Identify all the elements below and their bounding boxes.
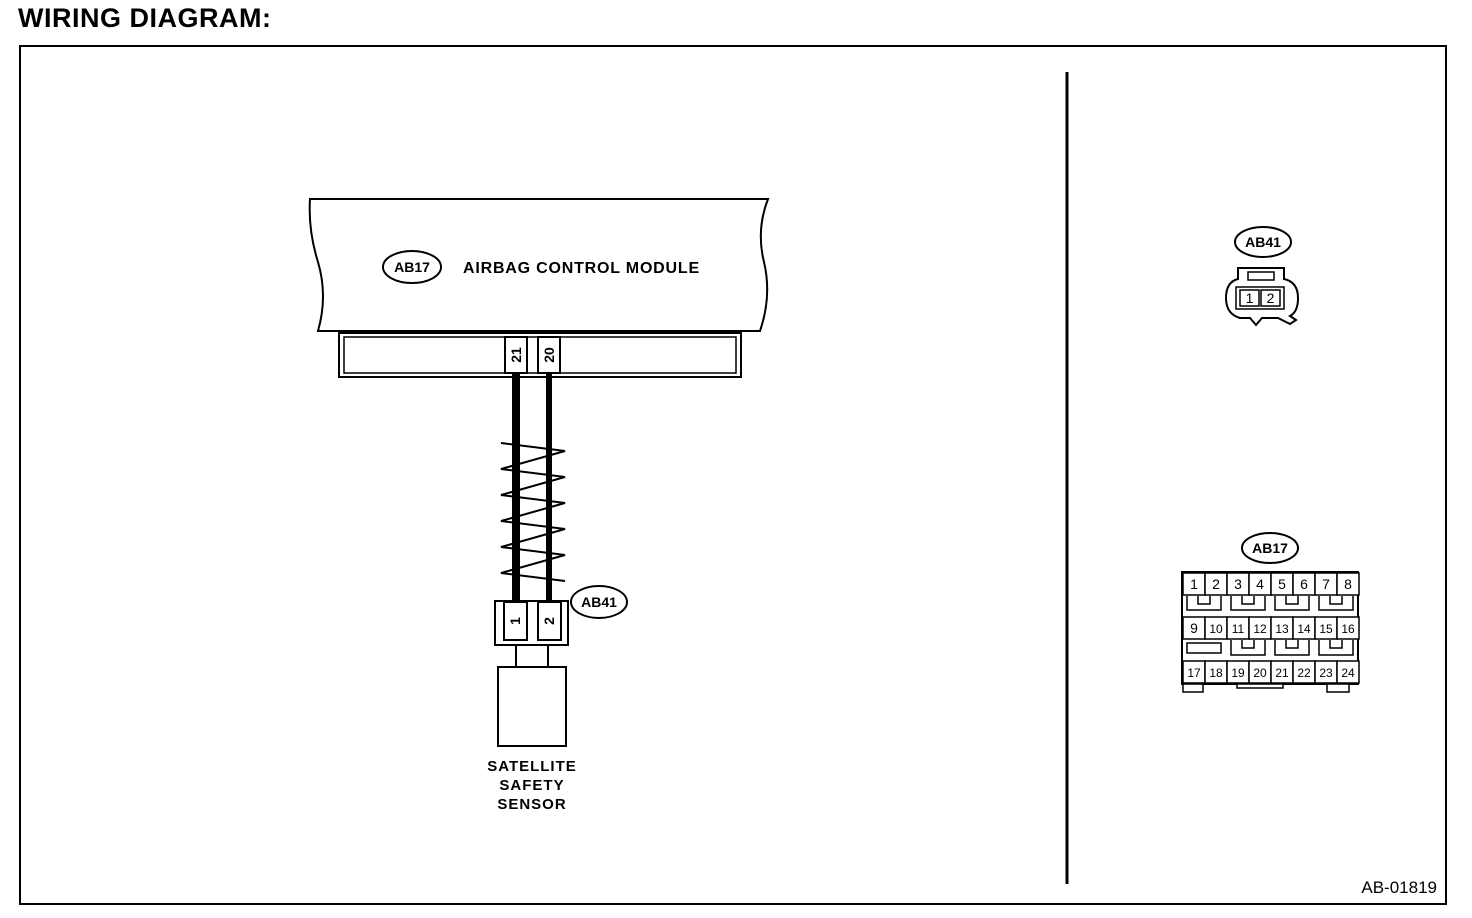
ab41-view-pin-label-2: 2 [1267,290,1275,306]
ab17-view-pin-label: 15 [1319,622,1333,636]
ab17-view-pin-label: 22 [1297,666,1311,680]
sensor-terminal-2 [537,601,562,641]
ab17-view-pin-cell [1336,616,1360,640]
ab17-view-tab-2 [1230,596,1266,611]
ab17-view-key-middle [1236,683,1284,689]
ab17-view-key-left [1182,683,1204,693]
ab17-view-key-right [1326,683,1350,693]
ab17-view-pin-label: 4 [1256,576,1264,592]
module-connector-strip: 21 20 [338,332,742,378]
ab17-view-pin-label: 3 [1234,576,1242,592]
sensor-neck [515,644,549,668]
terminal-label-20: 20 [541,347,557,363]
terminal-label-21: 21 [508,347,524,363]
ab17-view-pin-label: 21 [1275,666,1289,680]
sensor-terminal-label-1: 1 [507,617,523,625]
sensor-connector-label: AB41 [581,594,617,610]
sensor-body [497,666,567,747]
ab17-view-pin-label: 6 [1300,576,1308,592]
ab17-view-tab-6 [1274,640,1310,656]
sensor-connector: 1 2 AB41 [494,585,628,646]
ab17-view-pin-label: 11 [1232,622,1245,636]
ab17-view-pin-label: 19 [1231,666,1245,680]
module-connector-label: AB17 [394,259,430,275]
ab17-view-tab-3 [1274,596,1310,611]
ab41-connector-view: AB41 1 2 [1224,226,1300,327]
ab17-view-pin-label: 20 [1253,666,1267,680]
page-title: WIRING DIAGRAM: [18,3,272,33]
ab17-view-pin-label: 5 [1278,576,1286,592]
ab17-view-label: AB17 [1252,540,1288,556]
airbag-control-module: AB17 AIRBAG CONTROL MODULE [308,198,770,332]
sensor-connector-badge [570,585,628,619]
ab17-view-tab-4 [1318,596,1354,611]
ab17-view-pin-cell [1336,572,1360,596]
ab17-view-pin-cell [1336,660,1360,684]
satellite-safety-sensor: SATELLITE SAFETY SENSOR [487,644,577,813]
ab17-view-pin-label: 18 [1209,666,1223,680]
ab41-view-badge [1234,226,1292,258]
twisted-pair-shield [500,442,566,582]
ab17-view-pin-label: 7 [1322,576,1330,592]
ab17-view-pin-label: 8 [1344,576,1352,592]
ab17-view-tab-1 [1186,596,1222,611]
ab17-view-pin-label: 9 [1190,620,1198,636]
ab17-view-pin-label: 13 [1275,622,1289,636]
ab17-view-pin-label: 24 [1341,666,1355,680]
sensor-label-line-3: SENSOR [497,796,566,813]
module-connector-badge [382,250,442,284]
ab17-view-pin-label: 23 [1319,666,1333,680]
ab17-view-pin-label: 10 [1209,622,1223,636]
module-body [308,198,770,332]
ab17-view-pin-label: 2 [1212,576,1220,592]
ab41-view-pin-label-1: 1 [1246,290,1254,306]
ab41-view-latch [1247,271,1275,281]
figure-id: AB-01819 [1361,878,1437,897]
ab17-view-pin-label: 14 [1297,622,1311,636]
ab17-view-slot [1186,642,1222,654]
sensor-label-line-1: SATELLITE [487,758,577,775]
ab17-view-pin-label: 1 [1190,576,1198,592]
ab41-view-label: AB41 [1245,234,1281,250]
sensor-terminal-label-2: 2 [541,617,557,625]
ab17-view-pin-label: 12 [1253,622,1267,636]
ab17-view-pin-label: 16 [1341,622,1355,636]
ab17-view-pin-label: 17 [1187,666,1201,680]
ab17-view-badge [1241,532,1299,564]
ab41-view-pin-1 [1239,289,1260,307]
module-label: AIRBAG CONTROL MODULE [463,260,700,277]
sensor-terminal-1 [503,601,528,641]
diagram-frame [19,45,1447,905]
sensor-label-line-2: SAFETY [499,777,564,794]
ab17-view-tab-7 [1318,640,1354,656]
ab17-view-tab-5 [1230,640,1266,656]
ab41-view-pin-2 [1260,289,1281,307]
